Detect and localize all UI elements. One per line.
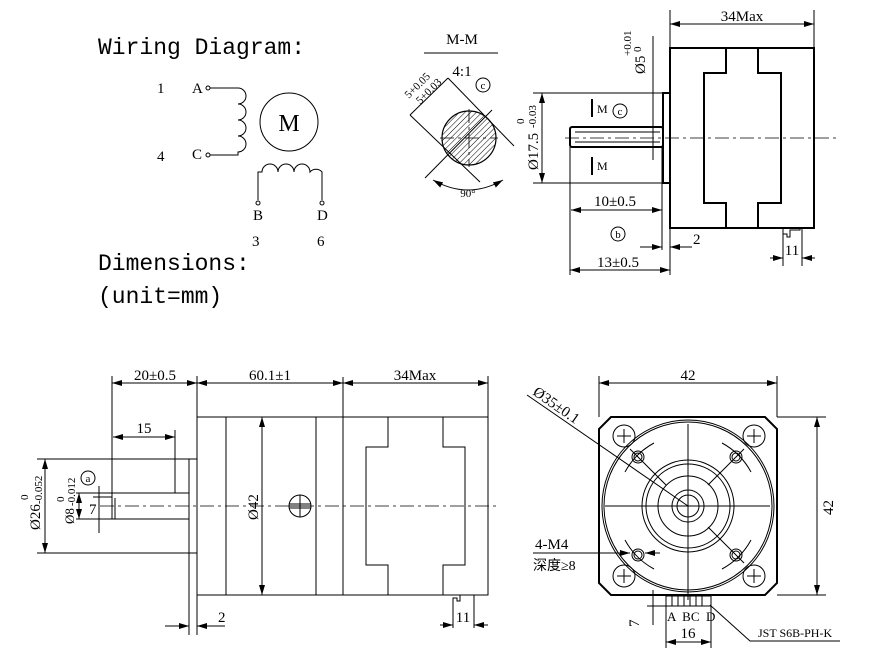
shaft-tol-upper: +0.01 <box>622 31 634 56</box>
front-width-dim: 42 <box>681 368 696 384</box>
boss-tol-upper: 0 <box>515 118 527 124</box>
section-mark-top: M <box>597 102 608 116</box>
gear-connector-dim: 11 <box>456 610 470 626</box>
shaft-length-dim: 10±0.5 <box>594 194 636 210</box>
terminal-b <box>255 200 261 206</box>
dimensions-title: Dimensions: <box>98 251 250 277</box>
section-mark-bottom: M <box>597 159 608 173</box>
pin-label-a: A <box>192 81 203 97</box>
terminal-d <box>319 200 325 206</box>
unit-label: (unit=mm) <box>98 284 222 310</box>
key-height-dim: 7 <box>89 502 97 518</box>
ref-b-label: b <box>615 229 621 241</box>
pin-number-3: 3 <box>252 234 260 250</box>
total-shaft-dim: 13±0.5 <box>597 255 639 271</box>
connector-side <box>782 228 801 240</box>
connector-width-dim: 16 <box>681 626 697 642</box>
motor-symbol-icon <box>259 92 319 152</box>
side-view: 34Max Ø5 +0.01 0 Ø17.5 0 -0.03 M M c 10±… <box>515 9 840 275</box>
dia-42-dim: Ø42 <box>246 494 262 520</box>
pilot-dia-dim: Ø35±0.1 <box>530 384 582 427</box>
boss-dia-dim: Ø17.5 <box>526 133 542 170</box>
section-ref: c <box>481 80 486 92</box>
gear-length-dim: 20±0.5 <box>134 368 176 384</box>
side-length-dim: 34Max <box>721 9 764 25</box>
terminal-a <box>205 85 211 91</box>
pin-label-c: C <box>192 147 202 163</box>
key-length-dim: 15 <box>137 421 152 437</box>
output-shaft <box>569 126 664 148</box>
holes-spec: 4-M4 <box>535 537 569 553</box>
ref-c-circle <box>475 77 491 93</box>
connector-front <box>665 595 712 607</box>
ref-c-label: c <box>618 106 623 118</box>
ref-a-label: a <box>86 473 91 485</box>
pin-number-6: 6 <box>317 234 325 250</box>
body-length-dim: 60.1±1 <box>249 368 291 384</box>
corner-screws <box>612 424 766 588</box>
dia-8-dim: Ø8 <box>62 508 77 524</box>
front-view: 42 42 Ø35±0.1 4-M4 深度≥8 7 A BC D 16 JST … <box>526 368 840 648</box>
dia-8-tol-upper: 0 <box>55 496 67 502</box>
dia-8-tol-lower: -0.012 <box>66 478 78 506</box>
gear-flange-dim: 2 <box>218 610 226 626</box>
holes-depth: 深度≥8 <box>533 558 576 574</box>
connector-offset-dim: 7 <box>627 619 643 627</box>
section-title: M-M <box>446 32 478 48</box>
pin-number-4: 4 <box>157 149 165 165</box>
dia-26-tol-lower: -0.052 <box>33 476 45 504</box>
shaft-dia-dim: Ø5 <box>633 56 649 74</box>
coil-bd-icon <box>257 163 323 200</box>
pin-label-b: B <box>253 208 263 224</box>
pin-number-1: 1 <box>157 81 165 97</box>
dia-26-dim: Ø26 <box>28 504 44 530</box>
wiring-title: Wiring Diagram: <box>98 35 305 61</box>
section-scale: 4:1 <box>452 64 471 80</box>
mounting-holes <box>629 448 745 564</box>
connector-part: JST S6B-PH-K <box>758 626 832 640</box>
connector-pins: A BC D <box>667 609 715 624</box>
motor-length-dim: 34Max <box>394 368 437 384</box>
gearmotor-view: 20±0.5 60.1±1 34Max 15 a Ø26 0 -0.052 Ø8… <box>19 368 500 635</box>
pin-label-d: D <box>317 208 328 224</box>
boss-tol-lower: -0.03 <box>527 105 539 128</box>
shaft-tol-lower: 0 <box>632 46 644 52</box>
wiring-diagram: Wiring Diagram: 1 A 4 C M B D 3 6 Dimens… <box>98 35 328 310</box>
flange-square <box>598 416 778 596</box>
side-connector-dim: 11 <box>785 243 799 259</box>
section-m-m: M-M 4:1 c 90° 5+0.05 5+0.03 <box>403 32 515 200</box>
terminal-c <box>205 152 211 158</box>
connector-gear <box>452 595 461 604</box>
angle-label: 90° <box>460 188 475 200</box>
front-height-dim: 42 <box>821 500 837 515</box>
coil-ac-icon <box>210 87 247 156</box>
motor-label: M <box>278 111 299 137</box>
dia-26-tol-upper: 0 <box>19 494 31 500</box>
side-flange-dim: 2 <box>693 232 701 248</box>
